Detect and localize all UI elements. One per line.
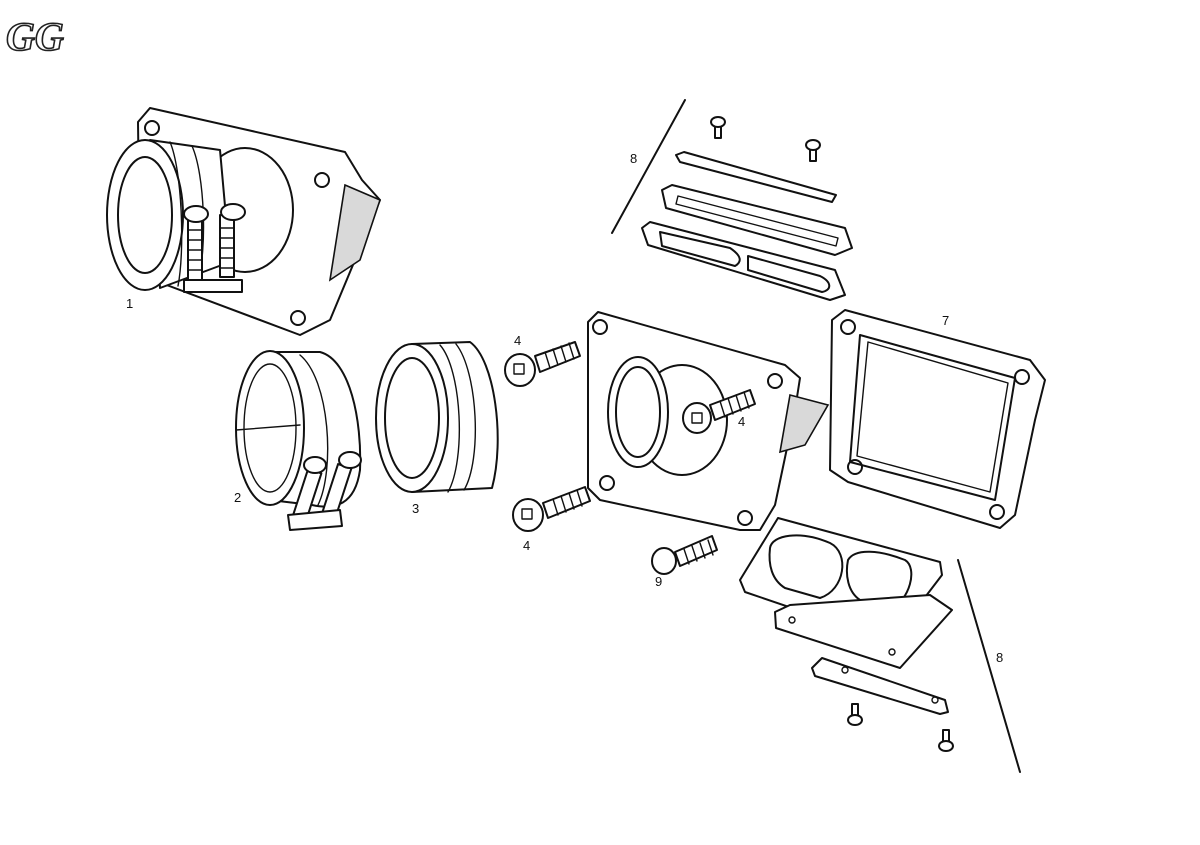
- part-8-reed-set-top: [611, 99, 853, 301]
- callout-3: 3: [412, 501, 419, 516]
- callout-8-top: 8: [630, 151, 637, 166]
- reed-screw-bottom-b: [938, 729, 954, 752]
- part-4-screw-bottom: [512, 486, 591, 532]
- reed-screw-bottom-a: [847, 703, 863, 726]
- part-2-hose-clamp: [235, 350, 362, 531]
- part-1-intake-manifold: [106, 107, 381, 336]
- part-8-reed-set-bottom: [739, 517, 1021, 773]
- callout-2: 2: [234, 490, 241, 505]
- part-4-screw-top: [504, 341, 581, 387]
- part-3-rubber-sleeve: [375, 341, 499, 493]
- callout-4-bottom: 4: [523, 538, 530, 553]
- reed-screw-top-b: [805, 139, 821, 162]
- callout-4-top: 4: [514, 333, 521, 348]
- reed-screw-top-a: [710, 116, 726, 139]
- clamp-screws-part-1: [183, 203, 246, 293]
- callout-9: 9: [655, 574, 662, 589]
- callout-7: 7: [942, 313, 949, 328]
- logo-lettering: GG: [6, 14, 64, 59]
- callout-8-bottom: 8: [996, 650, 1003, 665]
- part-4-screw-right: [682, 389, 756, 434]
- brand-logo: GG: [5, 13, 64, 60]
- part-9-screw: [651, 535, 718, 575]
- part-7-gasket: [829, 309, 1046, 529]
- callout-1: 1: [126, 296, 133, 311]
- callout-4-right: 4: [738, 414, 745, 429]
